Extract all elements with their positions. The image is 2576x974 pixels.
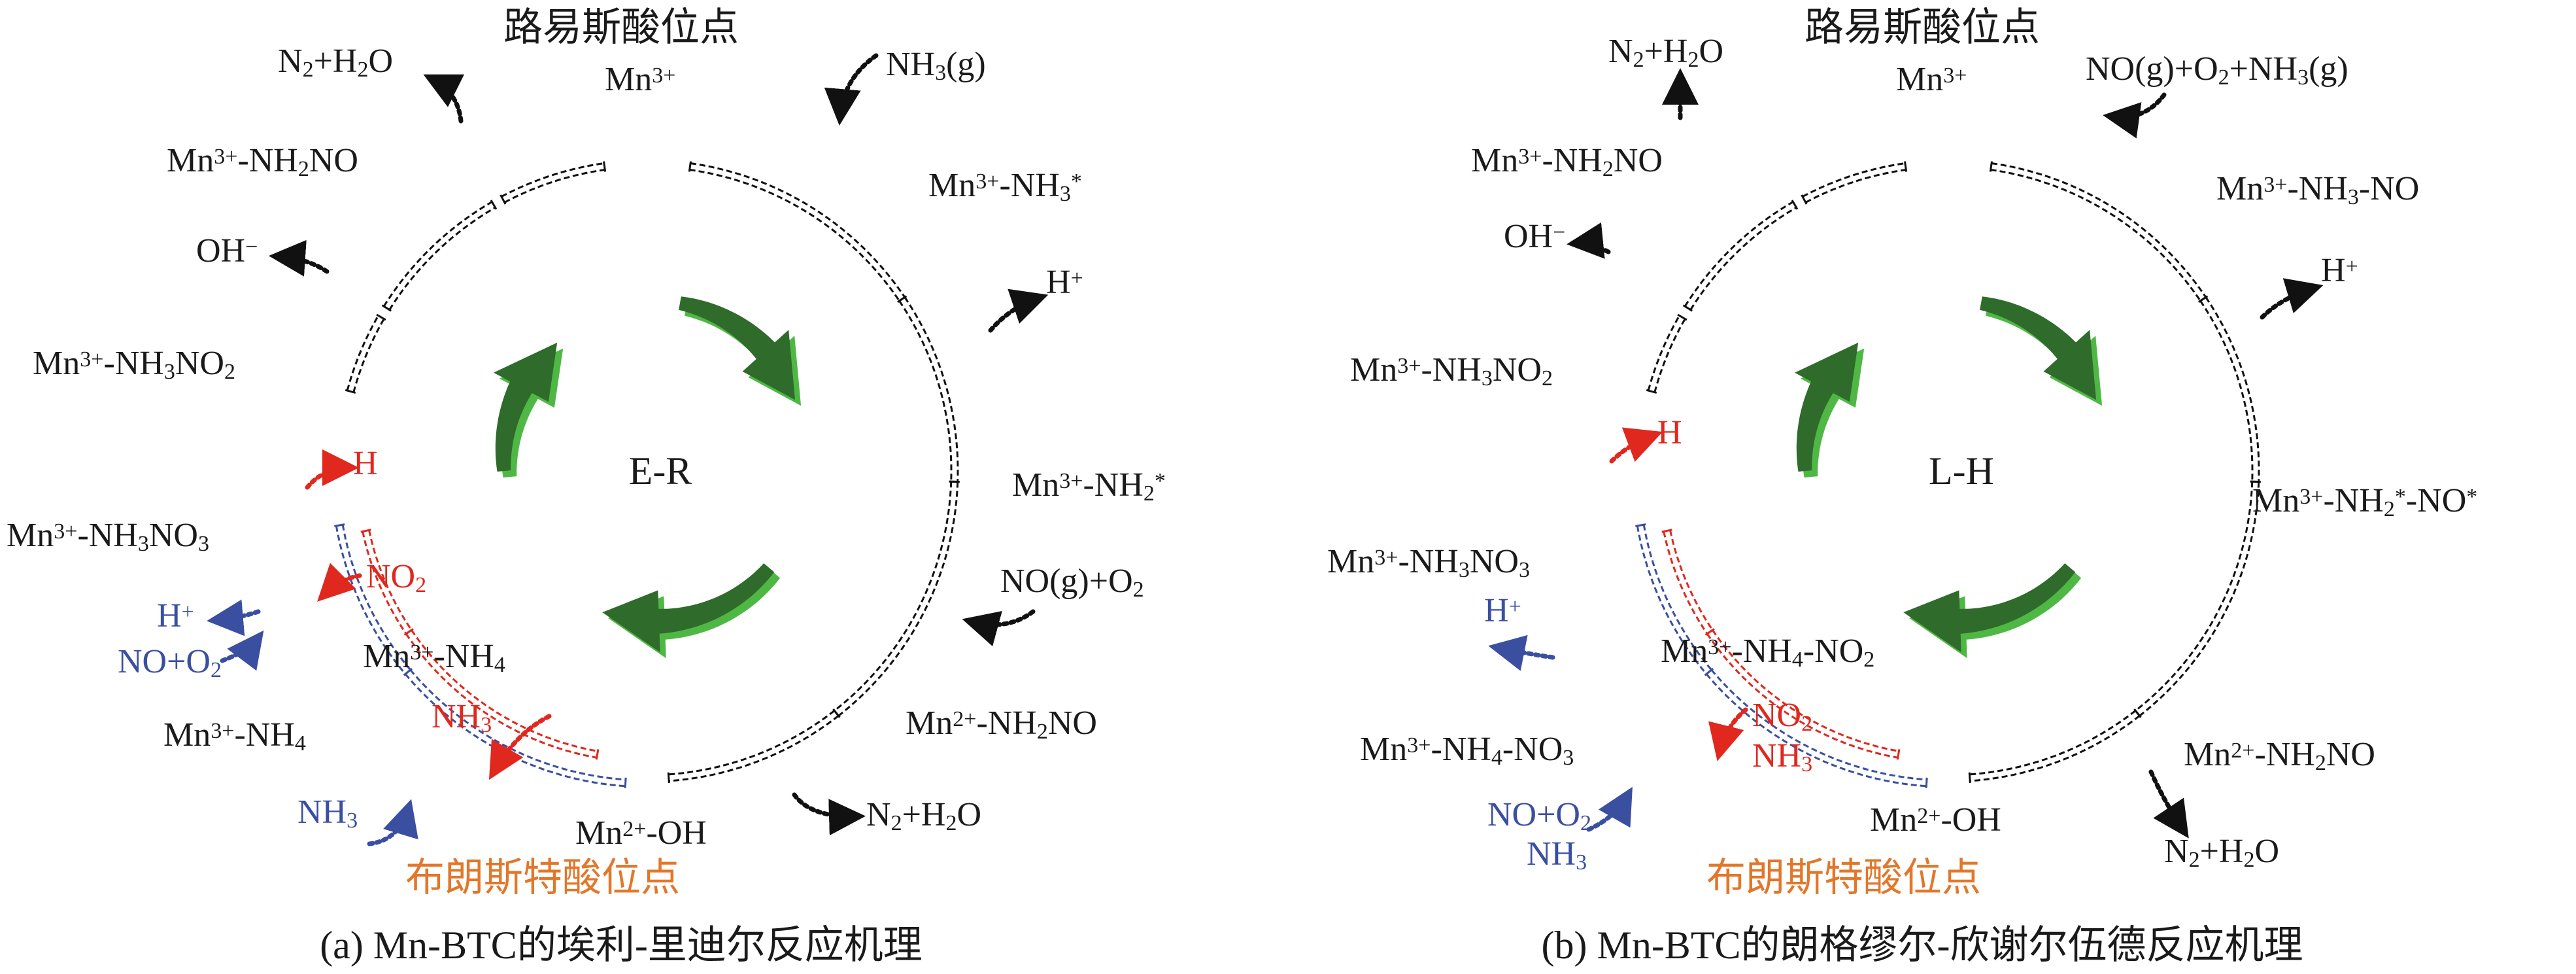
ring-seg-7: [1646, 313, 1687, 394]
label-n2-h2o-out: N2+H2O: [866, 796, 981, 835]
label-mn3-nh2no: Mn3+-NH2NO: [167, 142, 358, 181]
label-mn3-nh3-no: Mn3+-NH3-NO: [2216, 170, 2419, 209]
arrow-nh3-blue: [367, 799, 418, 846]
mechanism-center-label: E-R: [629, 449, 692, 493]
label-mn3-nh4-no3: Mn3+-NH4-NO3: [1360, 731, 1574, 770]
label-no-o2-nh3-gas: NO(g)+O2+NH3(g): [2086, 50, 2348, 90]
label-nh3-red: NH3: [432, 698, 492, 737]
label-mn3-nh4-outer: Mn3+-NH4: [163, 716, 306, 756]
label-n2-h2o-out: N2+H2O: [2164, 833, 2279, 872]
bronsted-inner-arc-1: [1661, 529, 1715, 636]
ring-seg-4: [1968, 708, 2142, 783]
bronsted-inner-arc-2: [1704, 628, 1901, 760]
ring-seg-1: [1989, 161, 2209, 303]
label-mn2-nh2no: Mn2+-NH2NO: [2184, 736, 2375, 775]
label-mn3-nh3-ads: Mn3+-NH3*: [928, 167, 1082, 206]
label-n2-h2o-top: N2+H2O: [1608, 33, 1723, 72]
label-nh3-red: NH3: [1752, 737, 1812, 776]
arrow-nh3-in: [824, 53, 879, 126]
label-n2-h2o-top: N2+H2O: [278, 43, 393, 82]
arrow-reactants-red: [1708, 707, 1748, 761]
label-mn3-nh3no3: Mn3+-NH3NO3: [1327, 543, 1530, 582]
label-mn3-nh3no2: Mn3+-NH3NO2: [1350, 351, 1553, 391]
green-arrow-bottom: [602, 563, 781, 659]
label-mn2-nh2no: Mn2+-NH2NO: [906, 704, 1097, 744]
arrow-no-o2-in: [962, 609, 1036, 647]
label-h-plus: H+: [1046, 264, 1083, 301]
arrow-no-o2-blue: [220, 630, 264, 671]
label-no-o2-blue: NO+O2: [118, 643, 222, 682]
green-arrow-bottom: [1903, 563, 2082, 659]
ring-seg-6: [381, 200, 498, 312]
label-oh-minus: OH−: [1504, 218, 1565, 255]
arrow-h-out: [2260, 278, 2324, 320]
arrow-h-out: [988, 288, 1049, 333]
bronsted-outer-arc-2: [1704, 667, 1928, 788]
arrow-n2-h2o-out: [792, 792, 866, 836]
arrow-reactants-blue: [1586, 786, 1633, 832]
ring-seg-4: [667, 708, 841, 783]
arrow-no2-red: [317, 563, 362, 602]
label-mn3-nh3no3: Mn3+-NH3NO3: [7, 517, 209, 556]
ring-seg-7: [345, 313, 386, 394]
label-mn2-oh: Mn2+-OH: [575, 814, 707, 852]
label-mn2-oh: Mn2+-OH: [1870, 801, 2001, 839]
label-no-o2-blue: NO+O2: [1487, 796, 1591, 835]
arrow-h-red: [305, 449, 359, 490]
label-mn3-nh4-no2: Mn3+-NH4-NO2: [1661, 633, 1874, 672]
ring-seg-5: [1801, 161, 1908, 205]
ring-seg-6: [1682, 200, 1799, 312]
label-nh3-blue: NH3: [297, 793, 358, 833]
arrow-oh-out: [269, 239, 330, 277]
bronsted-site-label: 布朗斯特酸位点: [1706, 856, 1981, 899]
bronsted-inner-arc-2: [403, 628, 600, 760]
ring-seg-1: [688, 161, 907, 303]
label-mn3-lewis: Mn3+: [605, 61, 675, 98]
label-oh-minus: OH−: [196, 232, 258, 270]
ring-seg-3: [2133, 480, 2261, 718]
label-mn3-nh4-inner: Mn3+-NH4: [363, 638, 505, 677]
green-arrow-left: [1795, 342, 1865, 478]
arrow-h-red: [1609, 427, 1663, 464]
ring-seg-3: [832, 480, 960, 718]
label-mn3-nh2-no-ads: Mn3+-NH2*-NO*: [2252, 482, 2477, 521]
arrow-h-plus-blue: [207, 599, 261, 636]
label-no2-red: NO2: [366, 558, 426, 597]
label-h-plus-blue: H+: [157, 597, 194, 635]
label-mn3-nh3no2: Mn3+-NH3NO2: [33, 345, 235, 384]
arrow-nh3-red: [488, 714, 552, 780]
arrow-h-plus-blue: [1488, 635, 1555, 671]
arrow-oh-out: [1567, 222, 1611, 259]
lewis-site-label: 路易斯酸位点: [503, 6, 739, 49]
label-no2-red: NO2: [1752, 697, 1812, 736]
label-h-red: H: [1657, 414, 1682, 451]
arrow-n2-h2o-top: [423, 74, 465, 124]
green-arrow-top: [679, 296, 802, 406]
label-nh3-blue: NH3: [1527, 835, 1587, 875]
green-arrow-top: [1980, 296, 2103, 406]
panel-caption: (a) Mn-BTC的埃利-里迪尔反应机理: [320, 924, 923, 967]
mechanism-center-label: L-H: [1929, 449, 1994, 493]
arrow-n2-h2o-out: [2148, 769, 2189, 839]
panel-caption: (b) Mn-BTC的朗格缪尔-欣谢尔伍德反应机理: [1542, 924, 2303, 967]
label-no-o2: NO(g)+O2: [1000, 563, 1144, 602]
ring-seg-2: [2198, 295, 2261, 483]
bronsted-site-label: 布朗斯特酸位点: [405, 856, 680, 899]
ring-seg-2: [897, 295, 960, 483]
arrow-feed-in: [2103, 92, 2167, 139]
green-arrow-left: [494, 342, 564, 478]
label-mn3-nh2no: Mn3+-NH2NO: [1471, 142, 1663, 181]
label-h-red: H: [353, 445, 378, 482]
label-h-plus-blue: H+: [1484, 592, 1521, 629]
label-mn3-lewis: Mn3+: [1896, 61, 1967, 98]
label-mn3-nh2-ads: Mn3+-NH2*: [1012, 466, 1166, 506]
label-nh3-gas: NH3(g): [886, 46, 986, 85]
label-h-plus: H+: [2321, 252, 2358, 289]
lewis-site-label: 路易斯酸位点: [1805, 6, 2040, 49]
ring-seg-5: [500, 161, 607, 205]
